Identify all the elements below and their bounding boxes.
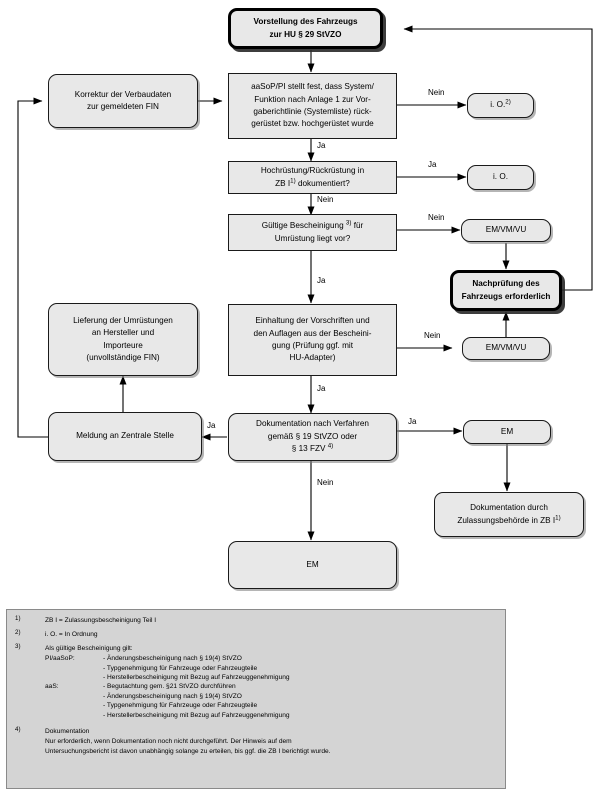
node-io[interactable]: i. O. xyxy=(467,165,534,190)
node-korrektur-verbaudaten-label: Korrektur der Verbaudaten zur gemeldeten… xyxy=(74,89,172,111)
footnote-2-text: i. O. = In Ordnung xyxy=(45,630,98,638)
node-meldung-zentrale-stelle-label: Meldung an Zentrale Stelle xyxy=(76,431,174,441)
node-em-bottom[interactable]: EM xyxy=(228,541,397,589)
footnote-3-group-0-row: PI/aaSoP: - Änderungsbescheinigung nach … xyxy=(45,654,497,663)
footnote-ref-3: 3) xyxy=(345,219,352,227)
node-io-2-label: i. O.2) xyxy=(490,98,511,110)
node-nachpruefung-erforderlich[interactable]: Nachprüfung des Fahrzeugs erforderlich xyxy=(450,270,562,311)
edge-label-einhaltung-nein: Nein xyxy=(424,331,441,340)
footnote-ref-4: 4) xyxy=(327,442,334,450)
node-em-right[interactable]: EM xyxy=(463,420,551,444)
footnote-ref-1b: 1) xyxy=(555,513,561,521)
footnote-ref-1: 1) xyxy=(290,176,296,184)
edge-label-aasop-ja: Ja xyxy=(317,141,326,150)
footnote-1-text: ZB I = Zulassungsbescheinigung Teil I xyxy=(45,617,157,624)
footnote-3-group-1-key: aaS: xyxy=(45,683,59,691)
edge-label-hochruestung-nein: Nein xyxy=(317,195,334,204)
footnote-3-group-1-item-1: - Änderungsbescheinigung nach § 19(4) St… xyxy=(103,692,242,700)
node-dokumentation-zulassungsbehoerde-label: Dokumentation durch Zulassungsbehörde in… xyxy=(457,503,561,525)
node-io-2[interactable]: i. O.2) xyxy=(467,93,534,118)
footnote-3-title: Als gültige Bescheinigung gilt: xyxy=(45,644,133,652)
edge-label-dokumentation-nein: Nein xyxy=(317,478,334,487)
node-aasop-feststellung-label: aaSoP/PI stellt fest, dass System/ Funkt… xyxy=(251,82,374,129)
edge-label-dokumentation-ja-left: Ja xyxy=(207,421,216,430)
node-vorstellung-fahrzeug[interactable]: Vorstellung des Fahrzeugs zur HU § 29 St… xyxy=(228,8,383,49)
node-einhaltung-vorschriften-label: Einhaltung der Vorschriften und den Aufl… xyxy=(253,316,372,363)
footnote-4-mark: 4) xyxy=(15,726,21,734)
node-em-vm-vu-1[interactable]: EM/VM/VU xyxy=(461,219,551,242)
footnote-3-group-0-item-0: - Änderungsbescheinigung nach § 19(4) St… xyxy=(103,655,242,663)
footnote-3-group-0-key: PI/aaSoP: xyxy=(45,655,75,663)
footnote-3-group-1-item-2: - Typgenehmigung für Fahrzeuge oder Fahr… xyxy=(103,702,258,710)
node-lieferung-umruestungen-label: Lieferung der Umrüstungen an Hersteller … xyxy=(73,315,173,362)
node-vorstellung-fahrzeug-label: Vorstellung des Fahrzeugs zur HU § 29 St… xyxy=(253,17,358,39)
edge-label-bescheinigung-nein: Nein xyxy=(428,213,445,222)
edge-label-hochruestung-ja: Ja xyxy=(428,160,437,169)
edge-label-bescheinigung-ja: Ja xyxy=(317,276,326,285)
footnote-3-group-1-row: aaS: - Begutachtung gem. §21 StVZO durch… xyxy=(45,682,497,691)
footnote-3-mark: 3) xyxy=(15,642,21,650)
node-lieferung-umruestungen[interactable]: Lieferung der Umrüstungen an Hersteller … xyxy=(48,303,198,376)
footnotes-panel: 1) ZB I = Zulassungsbescheinigung Teil I… xyxy=(6,609,506,789)
node-em-vm-vu-2[interactable]: EM/VM/VU xyxy=(462,337,550,360)
footnote-3-group-1-item-3: - Herstellerbescheinigung mit Bezug auf … xyxy=(103,711,290,719)
node-gueltige-bescheinigung[interactable]: Gültige Bescheinigung 3) für Umrüstung l… xyxy=(228,214,397,251)
node-aasop-feststellung[interactable]: aaSoP/PI stellt fest, dass System/ Funkt… xyxy=(228,73,397,139)
node-dokumentation-verfahren-label: Dokumentation nach Verfahren gemäß § 19 … xyxy=(256,419,369,454)
footnote-3-group-0-item-2: - Herstellerbescheinigung mit Bezug auf … xyxy=(103,674,290,682)
node-hochruestung-dokumentiert[interactable]: Hochrüstung/Rückrüstung in ZB I1) dokume… xyxy=(228,161,397,194)
node-dokumentation-verfahren[interactable]: Dokumentation nach Verfahren gemäß § 19 … xyxy=(228,413,397,461)
footnote-4-title: Dokumentation xyxy=(45,728,90,736)
footnote-ref-2: 2) xyxy=(505,98,511,106)
node-nachpruefung-erforderlich-label: Nachprüfung des Fahrzeugs erforderlich xyxy=(461,279,551,301)
footnote-1: 1) ZB I = Zulassungsbescheinigung Teil I xyxy=(15,615,497,625)
edge-label-einhaltung-ja: Ja xyxy=(317,384,326,393)
node-einhaltung-vorschriften[interactable]: Einhaltung der Vorschriften und den Aufl… xyxy=(228,304,397,376)
footnote-1-mark: 1) xyxy=(15,615,21,622)
node-dokumentation-zulassungsbehoerde[interactable]: Dokumentation durch Zulassungsbehörde in… xyxy=(434,492,584,537)
footnote-3-group-0-item-1: - Typgenehmigung für Fahrzeuge oder Fahr… xyxy=(103,664,258,672)
edge-label-aasop-nein: Nein xyxy=(428,88,445,97)
edge-label-dokumentation-ja-right: Ja xyxy=(408,417,417,426)
node-em-right-label: EM xyxy=(500,426,514,436)
footnote-2-mark: 2) xyxy=(15,628,21,636)
footnote-4: 4) Dokumentation Nur erforderlich, wenn … xyxy=(15,726,497,756)
footnote-3: 3) Als gültige Bescheinigung gilt: PI/aa… xyxy=(15,642,497,720)
node-em-bottom-label: EM xyxy=(306,559,319,569)
footnote-4-paragraph: Nur erforderlich, wenn Dokumentation noc… xyxy=(45,738,331,755)
node-gueltige-bescheinigung-label: Gültige Bescheinigung 3) für Umrüstung l… xyxy=(261,219,364,243)
node-korrektur-verbaudaten[interactable]: Korrektur der Verbaudaten zur gemeldeten… xyxy=(48,74,198,128)
node-meldung-zentrale-stelle[interactable]: Meldung an Zentrale Stelle xyxy=(48,412,202,461)
node-io-label: i. O. xyxy=(492,172,508,182)
node-hochruestung-dokumentiert-label: Hochrüstung/Rückrüstung in ZB I1) dokume… xyxy=(260,166,365,188)
node-em-vm-vu-1-label: EM/VM/VU xyxy=(485,225,527,235)
footnote-2: 2) i. O. = In Ordnung xyxy=(15,628,497,639)
footnote-3-group-1-item-0: - Begutachtung gem. §21 StVZO durchführe… xyxy=(103,683,236,691)
node-em-vm-vu-2-label: EM/VM/VU xyxy=(485,343,527,353)
